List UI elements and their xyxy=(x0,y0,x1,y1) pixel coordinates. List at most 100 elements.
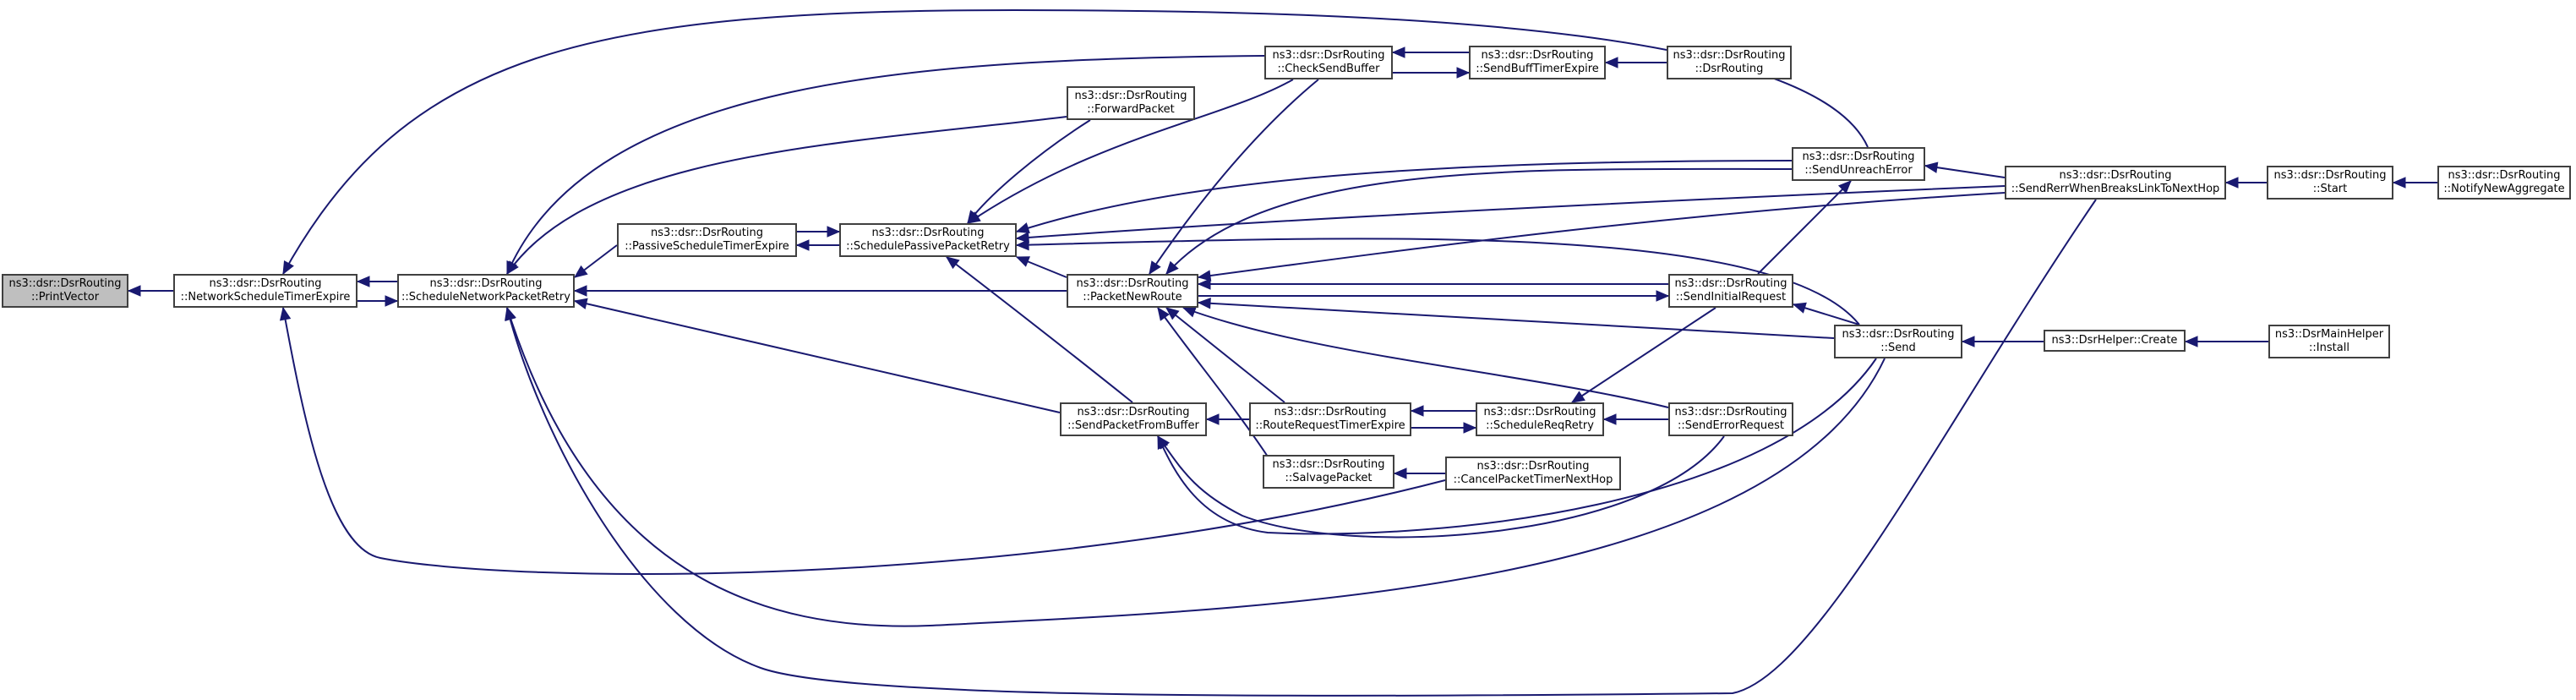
node-senderrorrequest-line2: ::SendErrorRequest xyxy=(1678,419,1784,432)
edge-arrowhead-sendrerrwhenbreakslinktonexthop-to-sendunreacherror xyxy=(1924,161,1939,173)
node-dsrhelpercreate[interactable]: ns3::DsrHelper::Create xyxy=(2044,330,2186,352)
node-sendunreacherror[interactable]: ns3::dsr::DsrRouting ::SendUnreachError xyxy=(1792,147,1925,181)
node-packetnewroute[interactable]: ns3::dsr::DsrRouting ::PacketNewRoute xyxy=(1067,274,1198,308)
edge-arrowhead-passivescheduletimerexpire-to-schedulepassivepacketretry xyxy=(827,226,841,238)
node-sendrerrwhenbreakslinktonexthop[interactable]: ns3::dsr::DsrRouting ::SendRerrWhenBreak… xyxy=(2005,166,2226,200)
node-schedulenetworkpacketretry[interactable]: ns3::dsr::DsrRouting ::ScheduleNetworkPa… xyxy=(397,274,575,308)
edge-cancelpackettimernexthop-to-networkscheduletimerexpire xyxy=(282,307,1446,575)
node-passivescheduletimerexpire-line1: ns3::dsr::DsrRouting xyxy=(651,227,763,239)
node-routerequesttimerexpire[interactable]: ns3::dsr::DsrRouting ::RouteRequestTimer… xyxy=(1249,402,1411,436)
edge-forwardpacket-to-schedulenetworkpacketretry xyxy=(506,116,1067,275)
node-salvagepacket-line2: ::SalvagePacket xyxy=(1285,472,1373,484)
node-cancelpackettimernexthop[interactable]: ns3::dsr::DsrRouting ::CancelPacketTimer… xyxy=(1445,457,1621,490)
node-sendunreacherror-line2: ::SendUnreachError xyxy=(1804,164,1913,177)
node-schedulereqretry[interactable]: ns3::dsr::DsrRouting ::ScheduleReqRetry xyxy=(1476,402,1604,436)
node-sendinitialrequest-line2: ::SendInitialRequest xyxy=(1675,291,1787,304)
node-passivescheduletimerexpire-line2: ::PassiveScheduleTimerExpire xyxy=(625,240,789,253)
edge-sendrerrwhenbreakslinktonexthop-to-packetnewroute xyxy=(1198,192,2006,278)
edge-arrowhead-networkscheduletimerexpire-to-printvector xyxy=(127,285,141,297)
edge-forwardpacket-to-schedulepassivepacketretry xyxy=(967,119,1091,224)
node-schedulenetworkpacketretry-line2: ::ScheduleNetworkPacketRetry xyxy=(401,291,570,304)
node-start-line2: ::Start xyxy=(2312,183,2348,195)
node-start-line1: ns3::dsr::DsrRouting xyxy=(2273,169,2387,182)
node-forwardpacket-line1: ns3::dsr::DsrRouting xyxy=(1074,90,1187,102)
node-forwardpacket[interactable]: ns3::dsr::DsrRouting ::ForwardPacket xyxy=(1067,86,1195,120)
edge-arrowhead-sendrerrwhenbreakslinktonexthop-to-packetnewroute xyxy=(1197,270,1212,282)
edge-arrowhead-passivescheduletimerexpire-to-schedulenetworkpacketretry xyxy=(573,265,588,278)
node-schedulepassivepacketretry[interactable]: ns3::dsr::DsrRouting ::SchedulePassivePa… xyxy=(839,223,1017,257)
node-cancelpackettimernexthop-line2: ::CancelPacketTimerNextHop xyxy=(1453,473,1613,486)
node-sendunreacherror-line1: ns3::dsr::DsrRouting xyxy=(1802,150,1915,163)
node-passivescheduletimerexpire[interactable]: ns3::dsr::DsrRouting ::PassiveScheduleTi… xyxy=(617,223,797,257)
node-sendbufftimerexpire[interactable]: ns3::dsr::DsrRouting ::SendBuffTimerExpi… xyxy=(1469,46,1606,79)
node-printvector-line1: ns3::dsr::DsrRouting xyxy=(8,277,122,290)
node-dsrmainhelperinstall-line1: ns3::DsrMainHelper xyxy=(2274,328,2384,341)
edge-arrowhead-send-to-packetnewroute xyxy=(1197,298,1211,309)
node-dsrrouting-line2: ::DsrRouting xyxy=(1695,63,1764,75)
node-send-line2: ::Send xyxy=(1880,342,1916,354)
node-dsrmainhelperinstall-line2: ::Install xyxy=(2309,342,2350,354)
edge-arrowhead-sendpacketfrombuffer-to-schedulenetworkpacketretry xyxy=(573,298,588,309)
edge-arrowhead-senderrorrequest-to-schedulereqretry xyxy=(1602,413,1617,425)
edge-sendrerrwhenbreakslinktonexthop-to-schedulepassivepacketretry xyxy=(1016,185,2006,239)
edge-arrowhead-routerequesttimerexpire-to-packetnewroute xyxy=(1165,307,1180,320)
node-networkscheduletimerexpire-line1: ns3::dsr::DsrRouting xyxy=(209,277,322,290)
node-sendrerrwhenbreakslinktonexthop-line2: ::SendRerrWhenBreaksLinkToNextHop xyxy=(2011,183,2220,195)
node-checksendbuffer[interactable]: ns3::dsr::DsrRouting ::CheckSendBuffer xyxy=(1264,46,1393,79)
node-senderrorrequest[interactable]: ns3::dsr::DsrRouting ::SendErrorRequest xyxy=(1668,402,1793,436)
edge-senderrorrequest-to-sendpacketfrombuffer xyxy=(1157,435,1725,539)
node-notifynewaggregate-line1: ns3::dsr::DsrRouting xyxy=(2448,169,2561,182)
node-routerequesttimerexpire-line2: ::RouteRequestTimerExpire xyxy=(1255,419,1405,432)
node-notifynewaggregate[interactable]: ns3::dsr::DsrRouting ::NotifyNewAggregat… xyxy=(2437,166,2571,200)
edge-sendpacketfrombuffer-to-schedulepassivepacketretry xyxy=(946,256,1133,403)
edge-checksendbuffer-to-packetnewroute xyxy=(1149,79,1319,275)
node-send-line1: ns3::dsr::DsrRouting xyxy=(1842,328,1955,341)
edge-arrowhead-checksendbuffer-to-schedulepassivepacketretry xyxy=(966,211,981,224)
node-routerequesttimerexpire-line1: ns3::dsr::DsrRouting xyxy=(1274,406,1387,418)
node-salvagepacket[interactable]: ns3::dsr::DsrRouting ::SalvagePacket xyxy=(1263,455,1394,489)
edge-arrowhead-sendrerrwhenbreakslinktonexthop-to-schedulenetworkpacketretry xyxy=(505,306,516,321)
edge-checksendbuffer-to-schedulepassivepacketretry xyxy=(967,79,1294,224)
node-send[interactable]: ns3::dsr::DsrRouting ::Send xyxy=(1834,325,1962,358)
node-start[interactable]: ns3::dsr::DsrRouting ::Start xyxy=(2267,166,2393,200)
edge-arrowhead-schedulepassivepacketretry-to-passivescheduletimerexpire xyxy=(795,239,810,251)
edge-sendrerrwhenbreakslinktonexthop-to-sendunreacherror xyxy=(1924,165,2006,178)
edge-arrowhead-cancelpackettimernexthop-to-networkscheduletimerexpire xyxy=(279,306,292,321)
edge-sendinitialrequest-to-schedulereqretry xyxy=(1571,307,1716,403)
edge-arrowhead-checksendbuffer-to-packetnewroute xyxy=(1149,260,1161,276)
node-printvector-line2: ::PrintVector xyxy=(30,291,100,304)
node-sendbufftimerexpire-line2: ::SendBuffTimerExpire xyxy=(1476,63,1599,75)
edge-arrowhead-forwardpacket-to-schedulenetworkpacketretry xyxy=(506,260,519,276)
node-dsrhelpercreate-line1: ns3::DsrHelper::Create xyxy=(2051,334,2178,347)
node-sendbufftimerexpire-line1: ns3::dsr::DsrRouting xyxy=(1481,49,1594,62)
node-checksendbuffer-line1: ns3::dsr::DsrRouting xyxy=(1272,49,1385,62)
node-packetnewroute-line1: ns3::dsr::DsrRouting xyxy=(1076,277,1189,290)
node-senderrorrequest-line1: ns3::dsr::DsrRouting xyxy=(1674,406,1787,418)
edge-arrowhead-send-to-sendinitialrequest xyxy=(1792,302,1807,314)
node-sendpacketfrombuffer-line1: ns3::dsr::DsrRouting xyxy=(1077,406,1190,418)
edge-sendunreacherror-to-schedulepassivepacketretry xyxy=(1016,160,1793,232)
node-schedulenetworkpacketretry-line1: ns3::dsr::DsrRouting xyxy=(429,277,543,290)
node-sendinitialrequest[interactable]: ns3::dsr::DsrRouting ::SendInitialReques… xyxy=(1668,274,1793,308)
edge-sendunreacherror-to-packetnewroute xyxy=(1165,167,1793,275)
node-checksendbuffer-line2: ::CheckSendBuffer xyxy=(1277,63,1380,75)
edge-arrowhead-senderrorrequest-to-sendpacketfrombuffer xyxy=(1157,435,1171,450)
edge-arrowhead-cancelpackettimernexthop-to-salvagepacket xyxy=(1393,468,1407,479)
edge-arrowhead-schedulereqretry-to-routerequesttimerexpire xyxy=(1410,405,1424,417)
node-dsrrouting[interactable]: ns3::dsr::DsrRouting ::DsrRouting xyxy=(1667,46,1792,79)
edge-arrowhead-networkscheduletimerexpire-to-schedulenetworkpacketretry xyxy=(385,295,399,307)
edge-send-to-schedulenetworkpacketretry xyxy=(506,307,1886,627)
edge-arrowhead-notifynewaggregate-to-start xyxy=(2392,177,2406,189)
node-schedulepassivepacketretry-line1: ns3::dsr::DsrRouting xyxy=(871,227,985,239)
node-schedulepassivepacketretry-line2: ::SchedulePassivePacketRetry xyxy=(846,240,1010,253)
node-dsrmainhelperinstall[interactable]: ns3::DsrMainHelper ::Install xyxy=(2268,325,2390,358)
edge-arrowhead-sendinitialrequest-to-schedulereqretry xyxy=(1570,391,1585,403)
edge-arrowhead-packetnewroute-to-schedulenetworkpacketretry xyxy=(573,285,587,297)
node-networkscheduletimerexpire-line2: ::NetworkScheduleTimerExpire xyxy=(180,291,351,304)
node-sendpacketfrombuffer[interactable]: ns3::dsr::DsrRouting ::SendPacketFromBuf… xyxy=(1060,402,1207,436)
edge-arrowhead-sendrerrwhenbreakslinktonexthop-to-schedulepassivepacketretry xyxy=(1015,232,1029,243)
edge-sendpacketfrombuffer-to-schedulenetworkpacketretry xyxy=(574,300,1061,413)
node-packetnewroute-line2: ::PacketNewRoute xyxy=(1083,291,1182,304)
node-networkscheduletimerexpire[interactable]: ns3::dsr::DsrRouting ::NetworkScheduleTi… xyxy=(173,274,357,308)
